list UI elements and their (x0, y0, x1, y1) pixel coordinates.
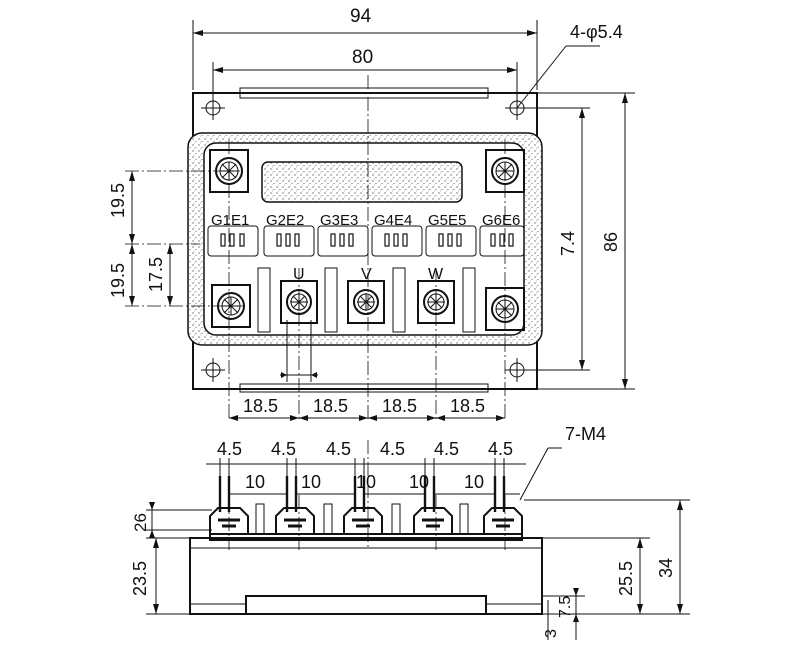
dim-4-5-a: 4.5 (217, 439, 242, 459)
dim-4-5-b: 4.5 (271, 439, 296, 459)
side-terminal-bosses (209, 503, 523, 535)
label-g1e1: G1E1 (211, 212, 249, 229)
busbar-slot (392, 267, 406, 333)
mounting-hole (201, 358, 225, 382)
dim-86: 86 (601, 232, 621, 252)
dim-10-e: 10 (464, 472, 484, 492)
dim-7-4: 7.4 (558, 231, 578, 256)
dim-pitch-2: 18.5 (313, 396, 348, 416)
mounting-hole (505, 358, 529, 382)
dim-25-5: 25.5 (616, 561, 636, 596)
dim-19-5-upper: 19.5 (108, 183, 128, 218)
dim-23-5: 23.5 (130, 561, 150, 596)
dim-10-a: 10 (245, 472, 265, 492)
dim-4-phi-5-4: 4-φ5.4 (570, 22, 623, 42)
dim-34: 34 (656, 558, 676, 578)
dim-4-5-e: 4.5 (434, 439, 459, 459)
busbar-slot (324, 267, 338, 333)
label-window (261, 161, 463, 203)
dim-7-m4: 7-M4 (565, 424, 606, 444)
dim-pitch-4: 18.5 (450, 396, 485, 416)
dim-3: 3 (543, 629, 560, 638)
dim-26: 26 (131, 513, 150, 532)
dim-7-5: 7.5 (557, 596, 574, 618)
top-view: G1E1 G2E2 G3E3 G4E4 G5E5 G6E6 U V W (125, 75, 543, 420)
dim-80: 80 (352, 47, 373, 68)
label-g3e3: G3E3 (320, 212, 358, 229)
side-dimensions: 4.5 4.5 4.5 4.5 4.5 4.5 10 10 10 10 10 7… (130, 424, 690, 640)
dim-10-c: 10 (356, 472, 376, 492)
dim-10-d: 10 (409, 472, 429, 492)
side-base-plate (245, 595, 487, 615)
label-g5e5: G5E5 (428, 212, 466, 229)
dim-4-5-c: 4.5 (326, 439, 351, 459)
busbar-slot (462, 267, 476, 333)
dim-19-5-lower: 19.5 (108, 263, 128, 298)
dim-17-5: 17.5 (146, 257, 166, 292)
label-g6e6: G6E6 (482, 212, 520, 229)
dim-pitch-3: 18.5 (382, 396, 417, 416)
dim-4-5-d: 4.5 (380, 439, 405, 459)
label-g4e4: G4E4 (374, 212, 412, 229)
side-view (189, 440, 543, 615)
side-case-body (189, 537, 543, 615)
screw-terminal-v (347, 280, 385, 324)
top-dimensions: 94 80 4-φ5.4 19.5 19.5 17.5 7.4 86 18.5 … (108, 6, 635, 421)
dim-pitch-1: 18.5 (243, 396, 278, 416)
label-v: V (361, 266, 372, 283)
dim-94: 94 (350, 6, 372, 27)
dim-10-b: 10 (301, 472, 321, 492)
gate-terminal-blocks (207, 225, 525, 257)
label-g2e2: G2E2 (266, 212, 304, 229)
busbar-slot (257, 267, 271, 333)
dim-4-5-f: 4.5 (488, 439, 513, 459)
